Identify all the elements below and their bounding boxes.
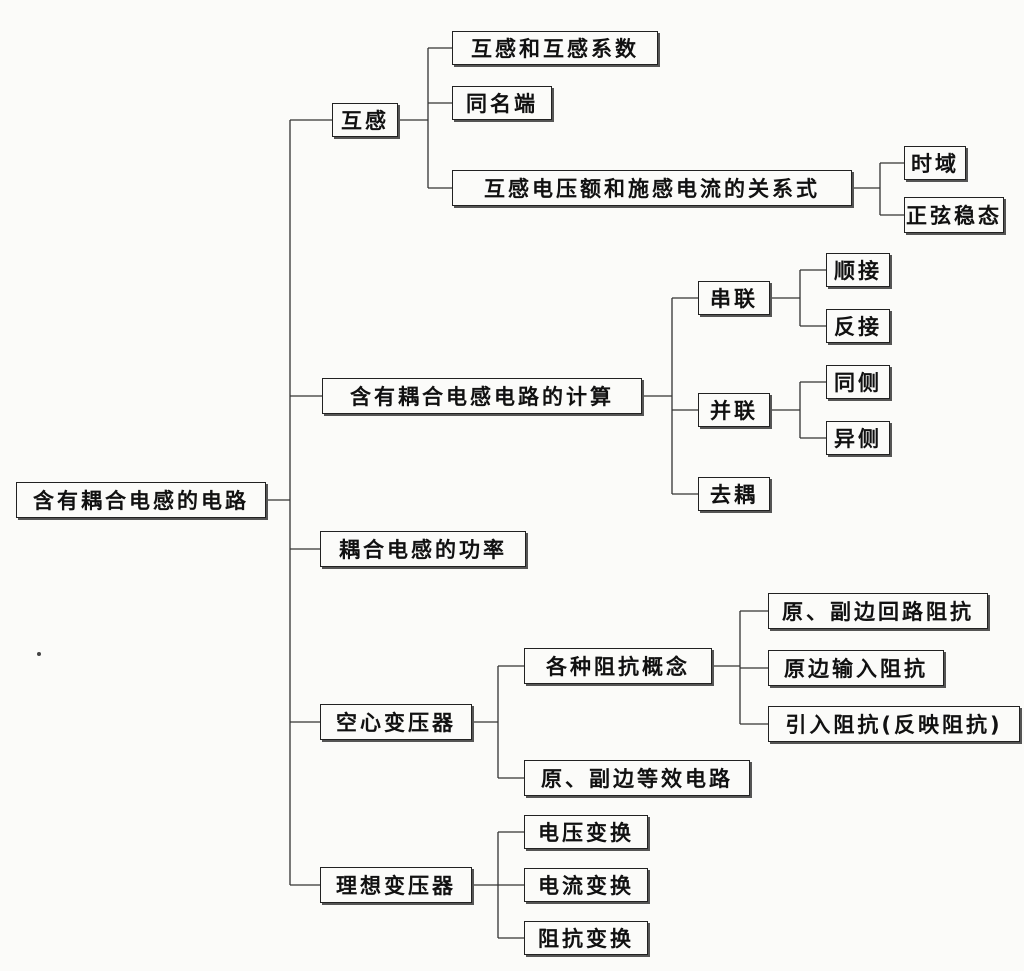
node-root: 含有耦合电感的电路: [16, 482, 266, 518]
node-equivalent: 原、副边等效电路: [524, 760, 750, 796]
node-parallel-same: 同侧: [826, 365, 890, 399]
node-current: 电流变换: [524, 868, 648, 902]
node-loop-impedance: 原、副边回路阻抗: [768, 593, 988, 629]
node-dot-terminal: 同名端: [452, 86, 552, 120]
node-power: 耦合电感的功率: [320, 531, 526, 567]
node-sinusoidal: 正弦稳态: [904, 197, 1004, 233]
node-relation: 互感电压额和施感电流的关系式: [452, 170, 852, 206]
node-decoupling: 去耦: [698, 477, 770, 511]
impedance-connector: [712, 610, 768, 725]
ideal-connector: [472, 831, 524, 939]
node-impedance-transform: 阻抗变换: [524, 921, 648, 955]
node-series-opposing: 反接: [826, 309, 890, 343]
node-calc: 含有耦合电感电路的计算: [322, 378, 642, 414]
node-parallel-opposite: 异侧: [826, 421, 890, 455]
node-series-aiding: 顺接: [826, 253, 890, 287]
node-impedances: 各种阻抗概念: [524, 648, 712, 684]
node-parallel: 并联: [698, 393, 770, 427]
node-reflected-impedance: 引入阻抗(反映阻抗): [768, 706, 1020, 742]
aircore-connector: [472, 665, 524, 779]
relation-connector: [852, 162, 904, 216]
node-series: 串联: [698, 281, 770, 315]
node-time-domain: 时域: [904, 146, 966, 180]
parallel-connector: [770, 381, 826, 439]
node-input-impedance: 原边输入阻抗: [768, 650, 944, 686]
root-connector: [266, 119, 332, 886]
node-ideal: 理想变压器: [320, 867, 472, 903]
scan-speck: [37, 652, 41, 656]
node-voltage: 电压变换: [524, 815, 648, 849]
mutual-connector: [398, 47, 452, 189]
node-air-core: 空心变压器: [320, 704, 472, 740]
series-connector: [770, 269, 826, 327]
calc-connector: [642, 297, 698, 495]
node-mutual-coef: 互感和互感系数: [452, 31, 658, 65]
node-mutual: 互感: [332, 103, 398, 137]
